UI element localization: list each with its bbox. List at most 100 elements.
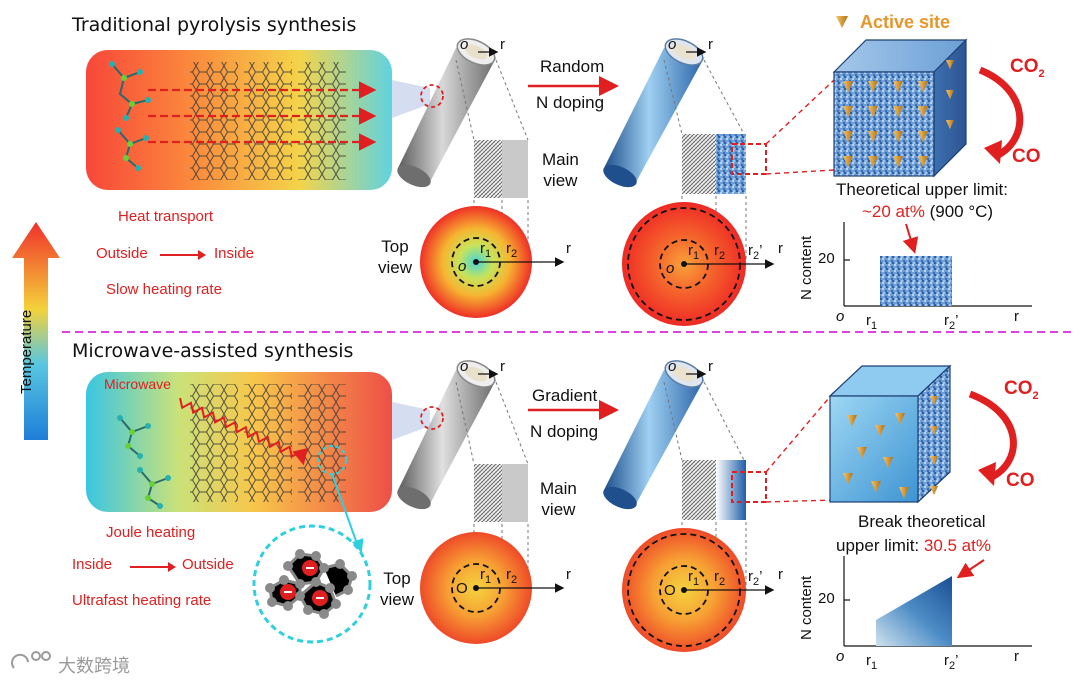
active-site-icon — [918, 156, 928, 168]
active-site-icon — [843, 81, 853, 93]
top-limit-pointer — [902, 223, 919, 254]
bottom-synthesis-box — [86, 372, 430, 512]
bottom-limit-pointer — [956, 559, 985, 579]
bottom-inside: Inside — [72, 556, 113, 573]
top-gray-disk-r: r — [566, 240, 571, 257]
top-process-line1: Random — [540, 57, 605, 76]
bottom-gray-main-view — [455, 381, 529, 588]
bottom-limit-line2: upper limit: 30.5 at% — [836, 536, 991, 555]
bottom-direction-arrow — [130, 562, 176, 572]
top-blue-r2: r2 — [714, 242, 726, 262]
bottom-gray-tube — [397, 360, 499, 510]
top-heat-transport: Heat transport — [118, 208, 214, 225]
bottom-chart-r: r — [1014, 648, 1019, 665]
top-chart-ylabel: N content — [798, 235, 815, 300]
bottom-blue-tube-origin: o — [668, 358, 677, 375]
temperature-arrow — [12, 222, 60, 440]
active-site-icon — [871, 481, 881, 493]
active-site-markers — [843, 60, 954, 168]
bottom-chart-r2prime: r2’ — [944, 652, 959, 672]
top-gray-tube-origin: o — [460, 36, 469, 53]
top-blue-tube-origin: o — [668, 36, 677, 53]
active-site-icon — [868, 131, 878, 143]
top-n-content-bar — [880, 256, 952, 306]
active-site-legend-icon — [836, 16, 848, 28]
top-chart-r1: r1 — [866, 312, 878, 332]
top-heating-rate: Slow heating rate — [106, 281, 222, 298]
top-n-content-chart — [843, 222, 1032, 307]
top-inside: Inside — [214, 245, 255, 262]
active-site-icon — [899, 487, 909, 499]
top-gray-main-view — [455, 59, 529, 262]
bottom-blue-r1: r1 — [688, 568, 700, 588]
bottom-blue-tube — [603, 360, 707, 510]
top-co2-label: CO2 — [1010, 56, 1045, 80]
bottom-blue-tube-r: r — [708, 358, 713, 375]
active-site-icon — [868, 156, 878, 168]
watermark-logo — [11, 651, 51, 669]
top-synthesis-box — [86, 50, 430, 190]
bottom-n-content-chart — [843, 556, 1032, 647]
active-site-icon — [918, 131, 928, 143]
top-blue-r1: r1 — [688, 242, 700, 262]
bottom-limit-line1: Break theoretical — [858, 512, 986, 531]
active-site-icon — [946, 60, 954, 70]
bottom-joule-heating: Joule heating — [106, 524, 196, 541]
active-site-icon — [946, 90, 954, 100]
bottom-blue-disk-origin: O — [664, 582, 676, 599]
bottom-blue-r2prime: r2’ — [748, 568, 763, 588]
active-site-icon — [868, 106, 878, 118]
bottom-conversion-arrow — [968, 390, 1017, 486]
active-site-icon — [930, 486, 938, 496]
bottom-chart-r1: r1 — [866, 652, 878, 672]
active-site-markers — [843, 396, 938, 499]
top-process-line2: N doping — [536, 93, 605, 112]
top-gray-r1: r1 — [480, 240, 492, 260]
top-gray-disk-origin: o — [458, 258, 467, 275]
active-site-icon — [847, 415, 857, 427]
active-site-icon — [875, 425, 885, 437]
active-site-icon — [843, 131, 853, 143]
top-blue-r2prime: r2’ — [748, 242, 763, 262]
bottom-gray-disk-r: r — [566, 566, 571, 583]
top-gray-tube-r: r — [500, 36, 505, 53]
bottom-gray-disk-origin: O — [456, 580, 468, 597]
top-blue-disk-r: r — [778, 240, 783, 257]
bottom-process-line1: Gradient — [532, 386, 598, 405]
bottom-co-label: CO — [1006, 470, 1035, 491]
active-site-icon — [883, 457, 893, 469]
top-gray-top-view-disk — [420, 206, 565, 318]
top-blue-disk-origin: o — [666, 260, 675, 277]
active-site-icon — [868, 81, 878, 93]
active-site-icon — [895, 413, 905, 425]
top-limit-line1: Theoretical upper limit: — [836, 180, 1008, 199]
top-gray-tube — [397, 38, 499, 188]
bottom-chart-ytick: 20 — [818, 590, 835, 607]
bottom-n-content-gradient — [876, 576, 952, 646]
active-site-icon — [893, 81, 903, 93]
active-site-icon — [893, 106, 903, 118]
bottom-heating-rate: Ultrafast heating rate — [72, 592, 212, 609]
top-blue-tube-r: r — [708, 36, 713, 53]
active-site-icon — [857, 447, 867, 459]
active-site-icon — [843, 106, 853, 118]
joule-heating-zoom — [252, 473, 372, 644]
microwave-wave-icon — [179, 397, 308, 466]
microwave-label: Microwave — [104, 376, 171, 392]
bottom-gray-tube-r: r — [500, 358, 505, 375]
active-site-icon — [893, 156, 903, 168]
bottom-blue-r2: r2 — [714, 568, 726, 588]
bottom-active-site-cube — [828, 364, 952, 504]
active-site-icon — [946, 120, 954, 130]
active-site-legend: Active site — [860, 12, 951, 32]
active-site-icon — [843, 156, 853, 168]
top-chart-r2prime: r2’ — [944, 312, 959, 332]
active-site-icon — [918, 106, 928, 118]
top-limit-line2: ~20 at% (900 °C) — [862, 202, 994, 221]
temperature-label: Temperature — [18, 309, 35, 394]
active-site-icon — [893, 131, 903, 143]
bottom-process-line2: N doping — [530, 422, 599, 441]
